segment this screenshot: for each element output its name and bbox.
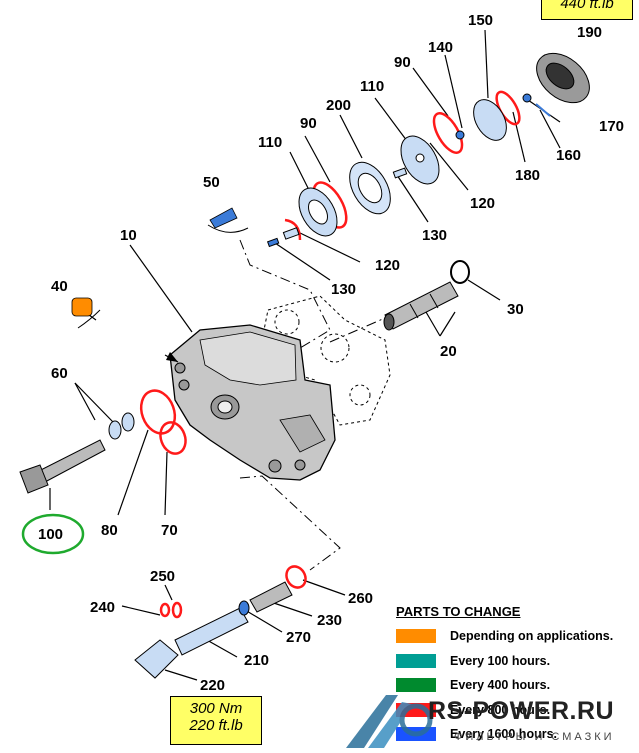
legend-row: Depending on applications. — [396, 624, 636, 649]
label-120-lower: 120 — [375, 257, 400, 274]
legend-swatch-teal — [396, 653, 436, 668]
label-130-lower: 130 — [331, 281, 356, 298]
label-180: 180 — [515, 167, 540, 184]
label-210: 210 — [244, 652, 269, 669]
label-100: 100 — [38, 526, 63, 543]
torque-nm: 300 Nm — [189, 700, 243, 717]
label-80: 80 — [101, 522, 118, 539]
label-90-left: 90 — [300, 115, 317, 132]
legend-row: Every 100 hours. — [396, 649, 636, 674]
label-250: 250 — [150, 568, 175, 585]
axis-lines — [239, 239, 386, 571]
blue-rotor-group — [266, 93, 551, 248]
part-number-labels: 10 20 30 40 50 60 70 80 90 90 100 110 11… — [38, 12, 624, 694]
label-220: 220 — [200, 677, 225, 694]
orange-spring-40 — [71, 297, 101, 329]
red-seals — [139, 90, 521, 619]
watermark: RS-POWER.RU ФИЛЬТРЫ И СМАЗКИ — [336, 690, 639, 753]
label-40: 40 — [51, 278, 68, 295]
label-90-right: 90 — [394, 54, 411, 71]
label-260: 260 — [348, 590, 373, 607]
label-140: 140 — [428, 39, 453, 56]
legend-label: Every 800 hours. — [450, 702, 551, 717]
pump-housing — [169, 324, 336, 481]
valve-assembly — [134, 581, 293, 679]
label-160: 160 — [556, 147, 581, 164]
label-60: 60 — [51, 365, 68, 382]
blue-fitting-50 — [207, 207, 249, 233]
label-130-upper: 130 — [422, 227, 447, 244]
drive-shaft-100 — [19, 412, 135, 494]
label-20: 20 — [440, 343, 457, 360]
label-240: 240 — [90, 599, 115, 616]
label-110-right: 110 — [360, 78, 384, 95]
label-230: 230 — [317, 612, 342, 629]
torque-spec-top: 440 ft.lb — [541, 0, 633, 20]
label-200: 200 — [326, 97, 351, 114]
label-110-left: 110 — [258, 134, 282, 151]
label-270: 270 — [286, 629, 311, 646]
label-50: 50 — [203, 174, 220, 191]
label-70: 70 — [161, 522, 178, 539]
label-10: 10 — [120, 227, 137, 244]
legend-label: Every 1600 hours. — [450, 727, 558, 742]
torque-ftlb: 220 ft.lb — [189, 717, 243, 734]
gasket-outline — [261, 295, 391, 426]
label-150: 150 — [468, 12, 493, 29]
label-190: 190 — [577, 24, 602, 41]
label-30: 30 — [507, 301, 524, 318]
legend-label: Depending on applications. — [450, 629, 614, 644]
sleeves-20 — [383, 260, 470, 331]
legend-label: Every 100 hours. — [450, 653, 551, 668]
legend-title: PARTS TO CHANGE — [396, 604, 521, 619]
watermark-subtitle: ФИЛЬТРЫ И СМАЗКИ — [454, 731, 615, 743]
highlight-circle-100 — [21, 513, 85, 555]
parts-legend: PARTS TO CHANGE Depending on application… — [396, 604, 636, 747]
watermark-logo-icon — [346, 695, 433, 748]
legend-label: Every 400 hours. — [450, 678, 551, 693]
leader-lines — [49, 29, 561, 681]
label-170: 170 — [599, 118, 624, 135]
legend-row: Every 400 hours. — [396, 673, 636, 698]
label-120-upper: 120 — [470, 195, 495, 212]
legend-swatch-green — [396, 678, 436, 693]
cap-190 — [536, 52, 590, 104]
torque-spec-bottom: 300 Nm 220 ft.lb — [170, 696, 262, 745]
watermark-name: RS-POWER.RU — [428, 697, 615, 725]
legend-swatch-orange — [396, 629, 436, 644]
